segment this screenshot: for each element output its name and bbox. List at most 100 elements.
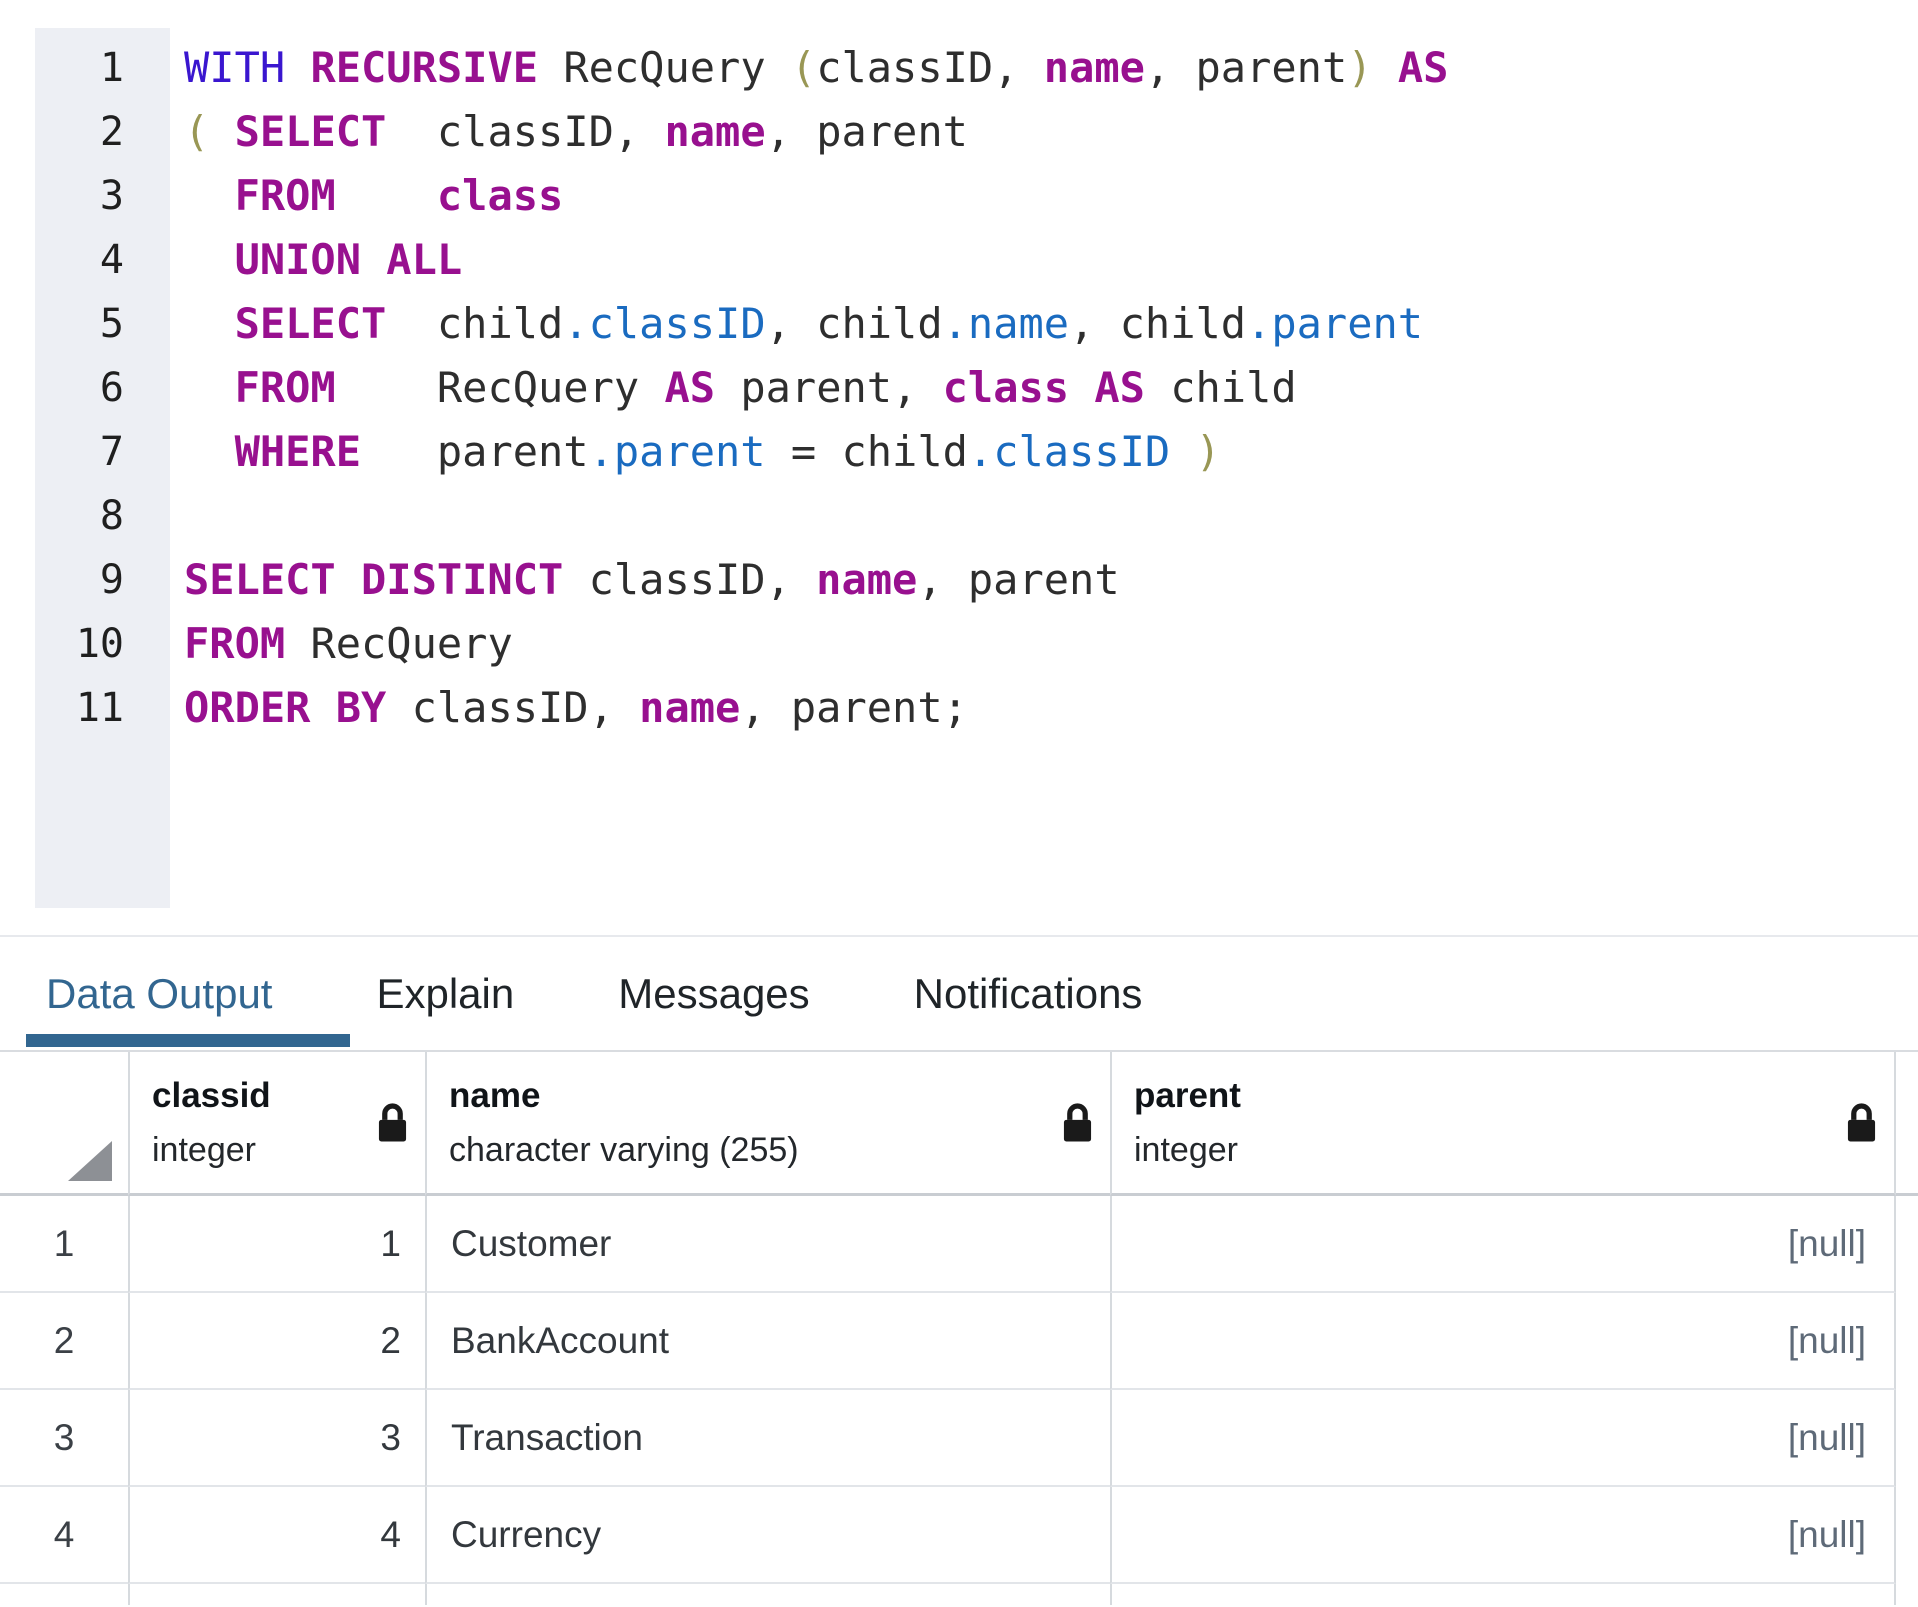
line-number: 8 [99, 493, 124, 539]
cell-name[interactable]: BankAccount [425, 1293, 1110, 1390]
code-line-text[interactable]: UNION ALL [170, 228, 463, 292]
sql-token: , parent; [740, 683, 968, 732]
sql-token: RecQuery [285, 619, 513, 668]
cell-parent[interactable]: [null] [1110, 1390, 1896, 1487]
sql-token: class [942, 363, 1070, 412]
row-filler [1896, 1293, 1918, 1390]
line-number: 6 [99, 365, 124, 411]
sql-token [336, 171, 437, 220]
cell-name[interactable]: Transaction [425, 1390, 1110, 1487]
code-line: 4 UNION ALL [0, 228, 1918, 292]
code-line: 2 ( SELECT classID, name, parent [0, 100, 1918, 164]
sql-token: AS [664, 363, 716, 412]
code-line: 5 SELECT child.classID, child.name, chil… [0, 292, 1918, 356]
sql-token [184, 299, 235, 348]
code-line: 7 WHERE parent.parent = child.classID ) [0, 420, 1918, 484]
sql-token: = child [765, 427, 968, 476]
code-line-text[interactable]: ORDER BY classID, name, parent; [170, 676, 968, 740]
code-line-text[interactable]: WITH RECURSIVE RecQuery (classID, name, … [170, 36, 1448, 100]
sql-token: WHERE [234, 427, 362, 476]
sql-token [1373, 43, 1398, 92]
sql-token [184, 427, 235, 476]
cell-parent[interactable]: [null] [1110, 1487, 1896, 1584]
lock-icon [378, 1102, 407, 1141]
code-line-text[interactable]: FROM RecQuery [170, 612, 513, 676]
sql-token: name [639, 683, 741, 732]
row-number[interactable]: 4 [0, 1487, 128, 1584]
sql-token: ( [184, 107, 210, 156]
sql-token: , parent [917, 555, 1120, 604]
tab-explain[interactable]: Explain [368, 937, 522, 1050]
cell-parent[interactable]: [null] [1110, 1196, 1896, 1293]
line-number: 4 [99, 237, 124, 283]
cell-name[interactable]: Currency [425, 1487, 1110, 1584]
sql-token: .classID [967, 427, 1171, 476]
sql-token: child [386, 299, 564, 348]
sql-token [285, 43, 310, 92]
row-number[interactable]: 3 [0, 1390, 128, 1487]
sql-token: parent, [715, 363, 943, 412]
tab-label: Explain [376, 969, 515, 1017]
cell-classid[interactable]: 3 [128, 1390, 425, 1487]
sql-token: classID, [563, 555, 817, 604]
lock-icon [1063, 1102, 1092, 1141]
column-type: integer [1134, 1130, 1238, 1169]
sql-token: FROM [234, 171, 336, 220]
sql-token: ) [1195, 427, 1221, 476]
cell-classid[interactable]: 1 [128, 1196, 425, 1293]
cell-parent[interactable]: [null] [1110, 1293, 1896, 1390]
code-line-text[interactable]: WHERE parent.parent = child.classID ) [170, 420, 1221, 484]
column-header-name[interactable]: name character varying (255) [425, 1052, 1110, 1196]
sql-token: name [816, 555, 918, 604]
select-all-triangle-icon [68, 1141, 112, 1181]
row-number[interactable]: 2 [0, 1293, 128, 1390]
sql-token: ( [790, 43, 817, 92]
column-name: classid [152, 1075, 271, 1115]
cell-classid[interactable]: 2 [128, 1293, 425, 1390]
code-line-text[interactable]: SELECT child.classID, child.name, child.… [170, 292, 1424, 356]
sql-token: .parent [588, 427, 766, 476]
code-line-text[interactable] [170, 484, 184, 548]
select-all-corner[interactable] [0, 1052, 128, 1196]
sql-token [1069, 363, 1094, 412]
code-line-text[interactable]: FROM class [170, 164, 564, 228]
sql-token: parent [361, 427, 589, 476]
row-number[interactable]: 1 [0, 1196, 128, 1293]
code-line-text[interactable]: FROM RecQuery AS parent, class AS child [170, 356, 1297, 420]
sql-token [209, 107, 234, 156]
empty-row-stub [0, 1584, 128, 1605]
empty-row-stub [1110, 1584, 1896, 1605]
header-filler [1896, 1052, 1918, 1196]
sql-token: .name [942, 299, 1070, 348]
code-line-text[interactable]: SELECT DISTINCT classID, name, parent [170, 548, 1120, 612]
sql-token [184, 363, 235, 412]
code-line: 6 FROM RecQuery AS parent, class AS chil… [0, 356, 1918, 420]
code-line: 8 [0, 484, 1918, 548]
tab-notifications[interactable]: Notifications [906, 937, 1151, 1050]
code-line-text[interactable]: ( SELECT classID, name, parent [170, 100, 968, 164]
empty-row-stub [425, 1584, 1110, 1605]
line-number: 5 [99, 301, 124, 347]
sql-token: name [1043, 43, 1145, 92]
row-filler [1896, 1196, 1918, 1293]
cell-classid[interactable]: 4 [128, 1487, 425, 1584]
tab-label: Notifications [913, 969, 1143, 1017]
tab-data-output[interactable]: Data Output [25, 937, 352, 1050]
sql-token: RecQuery [538, 43, 791, 92]
cell-name[interactable]: Customer [425, 1196, 1110, 1293]
row-filler [1896, 1487, 1918, 1584]
column-name: name [449, 1075, 541, 1115]
line-number: 2 [99, 109, 124, 155]
tab-messages[interactable]: Messages [610, 937, 817, 1050]
column-type: character varying (255) [449, 1130, 799, 1169]
sql-token: RECURSIVE [310, 43, 539, 92]
sql-token: FROM [184, 619, 286, 668]
